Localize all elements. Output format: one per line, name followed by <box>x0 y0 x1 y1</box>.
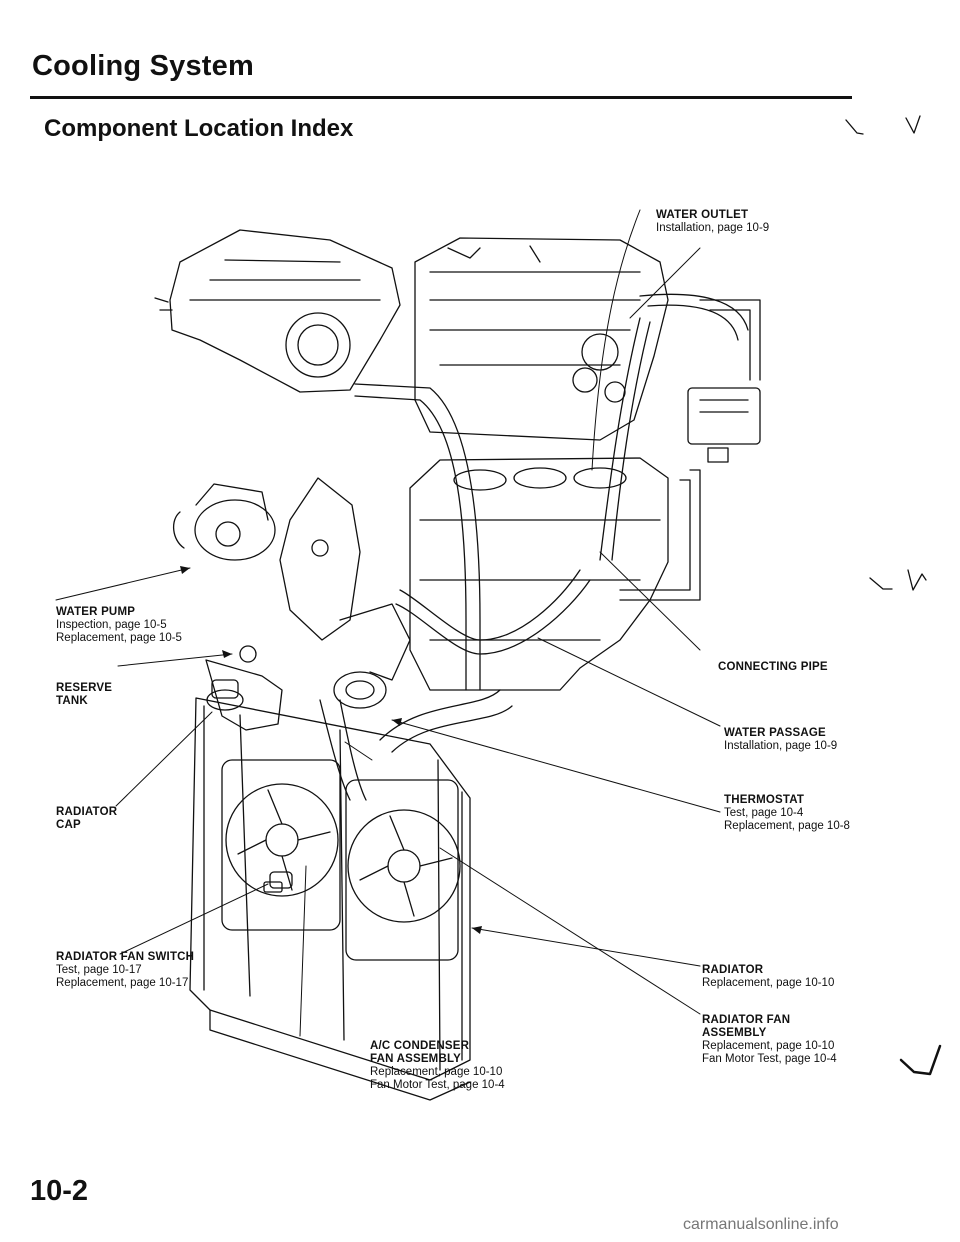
callout-radiator-fan-switch: RADIATOR FAN SWITCH Test, page 10-17 Rep… <box>56 951 195 989</box>
corner-mark-top <box>845 115 921 135</box>
title-rule <box>30 96 852 99</box>
radiator-cap <box>206 679 244 711</box>
page-title: Cooling System <box>32 50 254 82</box>
corner-mark-bottom <box>899 1044 942 1076</box>
callout-water-outlet: WATER OUTLET Installation, page 10-9 <box>656 209 770 234</box>
callout-reserve-tank: RESERVE TANK <box>56 682 113 707</box>
callout-water-pump: WATER PUMP Inspection, page 10-5 Replace… <box>56 606 182 644</box>
engine-block <box>409 457 669 691</box>
cylinder-head <box>414 237 669 441</box>
callout-ac-condenser-fan-assembly: A/C CONDENSER FAN ASSEMBLY Replacement, … <box>370 1040 505 1091</box>
lower-radiator-hose <box>319 689 513 801</box>
coolant-hoses <box>599 293 761 601</box>
callout-thermostat: THERMOSTAT Test, page 10-4 Replacement, … <box>724 794 850 832</box>
fan-shroud-right <box>345 779 461 961</box>
timing-cover <box>279 477 361 641</box>
heater-valve <box>687 387 761 463</box>
water-pump <box>173 483 276 561</box>
corner-mark-middle <box>869 569 927 591</box>
leader-arrowheads <box>180 566 482 934</box>
section-title: Component Location Index <box>44 115 354 142</box>
watermark: carmanualsonline.info <box>683 1216 839 1233</box>
callout-connecting-pipe: CONNECTING PIPE <box>718 661 828 673</box>
connecting-pipe <box>395 569 591 655</box>
bypass-pipe <box>354 383 481 691</box>
radiator-fan-switch <box>263 871 293 893</box>
callout-radiator-fan-assembly: RADIATOR FAN ASSEMBLY Replacement, page … <box>702 1014 837 1065</box>
thermostat-housing <box>333 603 411 709</box>
reserve-tank <box>205 645 283 731</box>
callout-radiator-cap: RADIATOR CAP <box>56 806 118 831</box>
callout-radiator: RADIATOR Replacement, page 10-10 <box>702 964 835 989</box>
page-number: 10-2 <box>30 1175 89 1207</box>
fan-shroud-left <box>221 759 341 931</box>
intake-manifold <box>154 229 401 393</box>
leader-lines <box>55 209 721 1037</box>
callout-water-passage: WATER PASSAGE Installation, page 10-9 <box>724 727 838 752</box>
radiator-core <box>189 697 471 1101</box>
